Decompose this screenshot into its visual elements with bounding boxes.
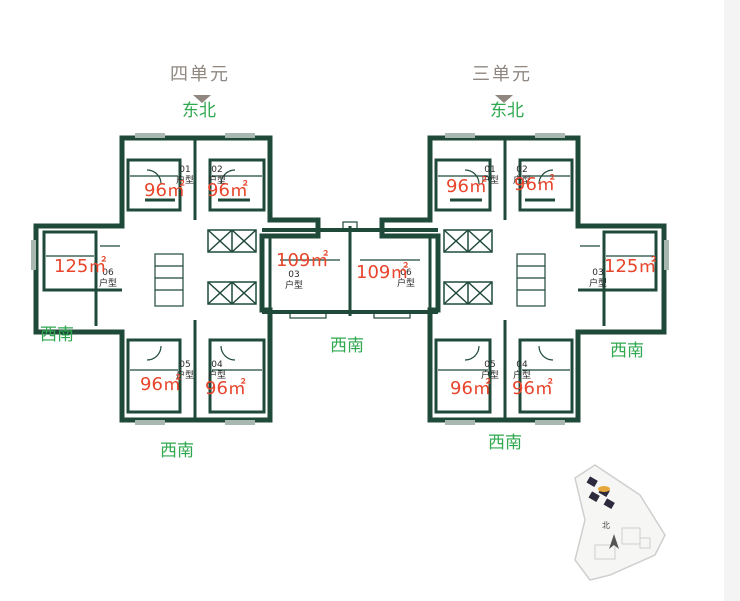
unit3-arrow-icon [495,95,513,103]
area-label: 96㎡ [140,374,181,395]
page-edge [724,0,740,601]
unit4-title: 四单元 [170,64,230,85]
area-label: 125㎡ [54,256,107,277]
direction-southwest-unit3: 西南 [488,433,522,453]
area-label: 96㎡ [450,378,491,399]
area-label: 96㎡ [514,174,555,195]
site-highlight [598,486,610,492]
direction-northeast-right: 东北 [490,101,524,121]
area-label: 109㎡ [276,250,329,271]
direction-southwest-east: 西南 [610,341,644,361]
area-label: 96㎡ [446,176,487,197]
direction-southwest-unit4: 西南 [160,441,194,461]
direction-southwest-middle: 西南 [330,336,364,356]
area-label: 125㎡ [604,256,657,277]
direction-northeast-left: 东北 [182,101,216,121]
area-label: 109㎡ [356,262,409,283]
north-arrow-icon [609,534,619,549]
area-label: 96㎡ [205,378,246,399]
area-label: 96㎡ [144,180,185,201]
unit3-title: 三单元 [472,64,532,85]
direction-southwest-west: 西南 [40,325,74,345]
area-label: 96㎡ [207,180,248,201]
unit4-arrow-icon [193,95,211,103]
north-label: 北 [602,521,610,530]
site-map [574,464,666,581]
area-label: 96㎡ [512,378,553,399]
